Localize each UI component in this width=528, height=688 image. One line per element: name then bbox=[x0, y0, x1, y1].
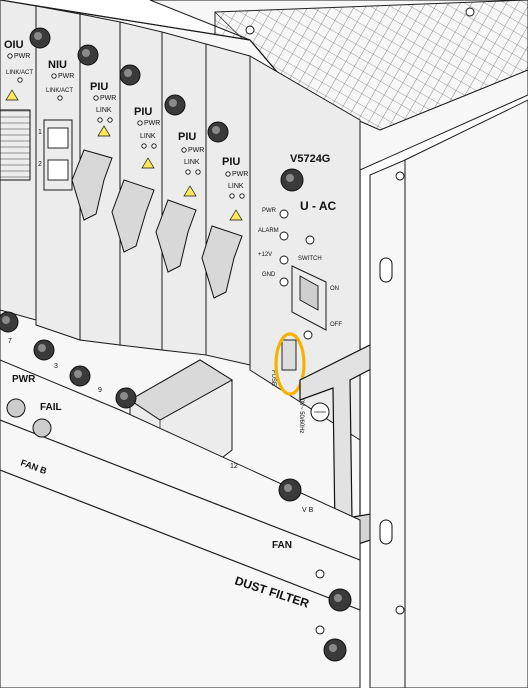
piu3-pwr-label: PWR bbox=[188, 147, 204, 154]
oiu-port-block bbox=[0, 109, 31, 181]
piu2-link-label: LINK bbox=[140, 133, 156, 140]
fail-led-icon bbox=[32, 418, 52, 438]
slot-3-label: 3 bbox=[54, 363, 58, 370]
port-1-label: 1 bbox=[38, 129, 42, 136]
warning-icon bbox=[141, 157, 155, 169]
piu1-link-label: LINK bbox=[96, 107, 112, 114]
psu-type-label: U - AC bbox=[300, 199, 337, 213]
v-b-label: V B bbox=[302, 507, 314, 514]
psu-screw-icon bbox=[305, 235, 315, 245]
niu-pwr-label: PWR bbox=[58, 73, 74, 80]
warning-icon bbox=[229, 209, 243, 221]
psu-gnd-label: GND bbox=[262, 272, 276, 278]
piu4-pwr-label: PWR bbox=[232, 171, 248, 178]
niu-link-label: LINK/ACT bbox=[46, 88, 73, 94]
warning-icon bbox=[5, 89, 19, 101]
rack-slot-icon bbox=[379, 519, 393, 545]
warning-icon bbox=[183, 185, 197, 197]
ear-screw-icon bbox=[395, 171, 405, 181]
psu-screw-icon bbox=[303, 330, 313, 340]
warning-icons bbox=[5, 89, 243, 221]
thumbscrew-icon bbox=[164, 94, 186, 116]
top-screw-icon bbox=[245, 25, 255, 35]
pwr-indicator-label: PWR bbox=[12, 374, 36, 385]
psu-alarm-label: ALARM bbox=[258, 228, 279, 234]
rack-slot-icon bbox=[379, 257, 393, 283]
status-leds bbox=[7, 53, 245, 199]
niu-label: NIU bbox=[48, 59, 67, 71]
fan-label: FAN bbox=[272, 540, 292, 551]
switch-label: SWITCH bbox=[298, 256, 322, 262]
oiu-link-label: LINK/ACT bbox=[6, 70, 33, 76]
lower-section: PWR FAIL FAN B FAN DUST FILTER 7 3 9 12 … bbox=[0, 311, 361, 688]
fuse-label: FUSE bbox=[270, 370, 276, 386]
input-rating-label: 100-240V~ 50/60Hz bbox=[298, 380, 304, 434]
thumbscrew-icon[interactable] bbox=[328, 588, 352, 612]
thumbscrew-icon[interactable] bbox=[69, 365, 91, 387]
card-labels: OIU NIU PIU PIU PIU PIU PWR LINK/ACT PWR… bbox=[4, 39, 248, 190]
ejector-lever bbox=[111, 179, 155, 253]
switch-off-label: OFF bbox=[330, 322, 342, 328]
thumbscrew-icon[interactable] bbox=[323, 638, 347, 662]
thumbscrew-icon[interactable] bbox=[115, 387, 137, 409]
ports: 1 2 bbox=[0, 109, 73, 191]
slot-7-label: 7 bbox=[8, 338, 12, 345]
pwr-led-icon bbox=[6, 398, 26, 418]
thumbscrew-icon[interactable] bbox=[0, 311, 19, 333]
piu-label-2: PIU bbox=[134, 106, 152, 118]
slot-9-label: 9 bbox=[98, 387, 102, 394]
fail-indicator-label: FAIL bbox=[40, 402, 62, 413]
model-label: V5724G bbox=[290, 153, 330, 165]
thumbscrew-icon bbox=[119, 64, 141, 86]
ejector-lever bbox=[201, 225, 243, 299]
panel-screw-icon bbox=[315, 569, 325, 579]
oiu-label: OIU bbox=[4, 39, 24, 51]
piu4-link-label: LINK bbox=[228, 183, 244, 190]
rack-ear bbox=[369, 99, 528, 688]
ejector-lever bbox=[71, 149, 113, 221]
piu-label-3: PIU bbox=[178, 131, 196, 143]
thumbscrew-icon bbox=[207, 121, 229, 143]
top-screw-icon bbox=[465, 7, 475, 17]
ear-screw-icon bbox=[395, 605, 405, 615]
ejector-lever bbox=[155, 199, 197, 273]
highlight-ring bbox=[274, 332, 306, 396]
piu-label-1: PIU bbox=[90, 81, 108, 93]
piu3-link-label: LINK bbox=[184, 159, 200, 166]
port-2-label: 2 bbox=[38, 161, 42, 168]
oiu-pwr-label: PWR bbox=[14, 53, 30, 60]
thumbscrew-icon[interactable] bbox=[33, 339, 55, 361]
thumbscrew-icon bbox=[29, 27, 51, 49]
fuse-holder[interactable] bbox=[281, 339, 297, 371]
piu-ejector-levers bbox=[71, 149, 243, 299]
piu1-pwr-label: PWR bbox=[100, 95, 116, 102]
switch-on-label: ON bbox=[330, 286, 339, 292]
card-thumbscrews-top bbox=[29, 27, 304, 192]
thumbscrew-icon bbox=[77, 44, 99, 66]
piu-label-4: PIU bbox=[222, 156, 240, 168]
thumbscrew-icon[interactable] bbox=[278, 478, 302, 502]
psu-module: V5724G U - AC PWR ALARM +12V GND SWITCH … bbox=[258, 153, 342, 434]
thumbscrew-icon bbox=[280, 168, 304, 192]
psu-12v-label: +12V bbox=[258, 252, 272, 258]
panel-screw-icon bbox=[315, 625, 325, 635]
slot-12-label: 12 bbox=[230, 463, 238, 470]
piu2-pwr-label: PWR bbox=[144, 120, 160, 127]
psu-pwr-label: PWR bbox=[262, 208, 277, 214]
warning-icon bbox=[97, 125, 111, 137]
